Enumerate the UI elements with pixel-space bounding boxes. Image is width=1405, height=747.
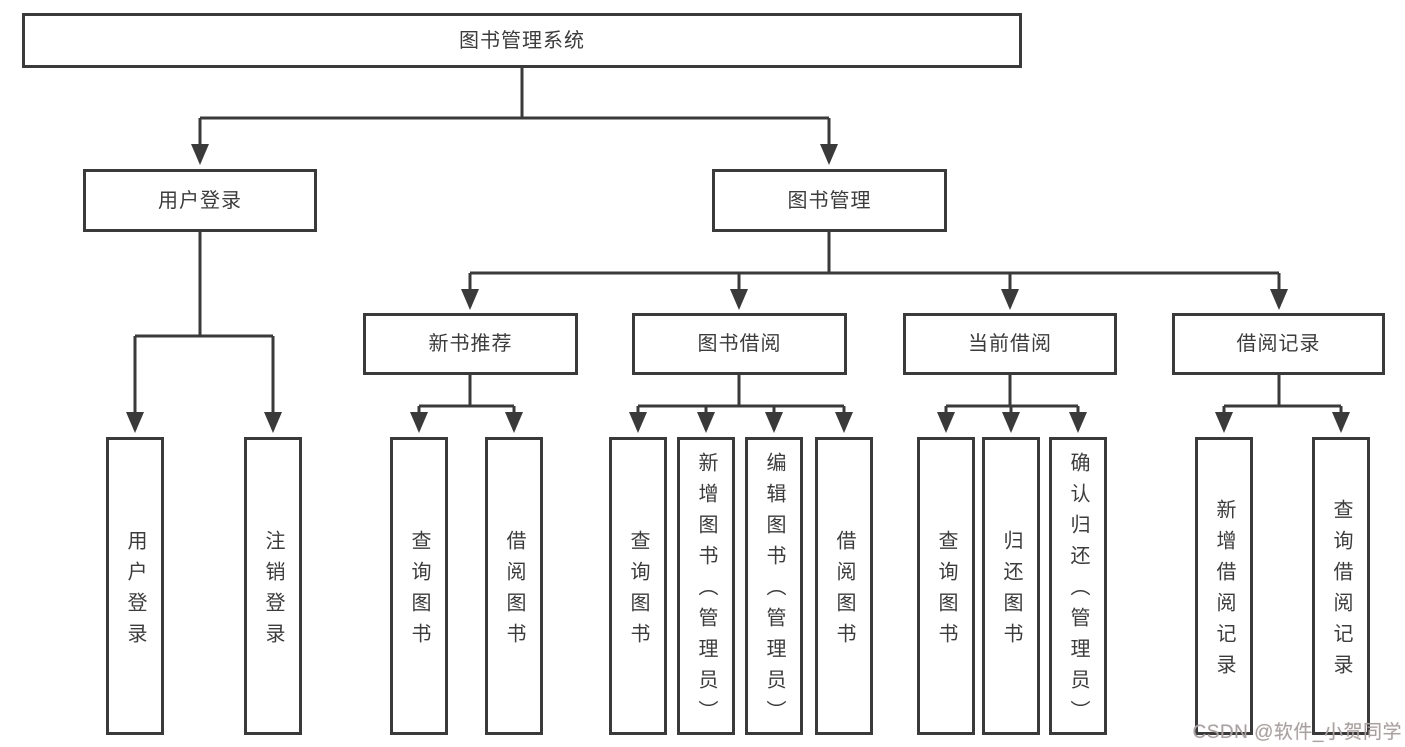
node-label: 新增借阅记录 (1213, 498, 1235, 685)
node-label: 查询图书 (627, 529, 649, 654)
node-label: 借阅图书 (833, 529, 855, 654)
node-label: 图书借阅 (697, 333, 782, 355)
node-user-login: 用户登录 (83, 169, 317, 232)
node-label: 查询借阅记录 (1330, 498, 1352, 685)
leaf-current-return-books: 归还图书 (982, 437, 1040, 735)
node-label: 图书管理 (787, 189, 872, 212)
node-library-system: 图书管理系统 (22, 13, 1022, 68)
node-borrowing-records: 借阅记录 (1172, 313, 1385, 375)
node-label: 归还图书 (1000, 529, 1022, 654)
node-book-borrowing: 图书借阅 (632, 313, 847, 375)
node-label: 借阅记录 (1236, 333, 1321, 355)
leaf-borrowing-add-books-admin: 新增图书（管理员） (677, 437, 735, 735)
csdn-watermark: CSDN @软件_小贺同学 (1192, 722, 1402, 743)
node-label: 编辑图书（管理员） (763, 452, 785, 731)
leaf-borrowing-borrow-books: 借阅图书 (815, 437, 873, 735)
node-label: 图书管理系统 (459, 29, 585, 52)
leaf-records-add-borrow-record: 新增借阅记录 (1195, 437, 1253, 735)
node-current-borrowing: 当前借阅 (903, 313, 1117, 375)
leaf-borrowing-query-books: 查询图书 (609, 437, 667, 735)
node-label: 用户登录 (124, 529, 146, 654)
node-label: 查询图书 (935, 529, 957, 654)
node-label: 当前借阅 (968, 333, 1052, 355)
node-book-management: 图书管理 (712, 169, 947, 232)
node-label: 新书推荐 (428, 333, 513, 355)
node-new-book-recommendation: 新书推荐 (363, 313, 578, 375)
node-label: 注销登录 (262, 529, 284, 654)
node-label: 新增图书（管理员） (695, 452, 717, 731)
leaf-current-query-books: 查询图书 (917, 437, 975, 735)
leaf-user-login: 用户登录 (106, 437, 164, 735)
leaf-current-confirm-return-admin: 确认归还（管理员） (1049, 437, 1107, 735)
node-label: 借阅图书 (503, 529, 525, 654)
node-label: 确认归还（管理员） (1067, 452, 1089, 731)
node-label: 查询图书 (408, 529, 430, 654)
leaf-recommend-borrow-books: 借阅图书 (485, 437, 543, 735)
leaf-logout: 注销登录 (244, 437, 302, 735)
leaf-recommend-query-books: 查询图书 (390, 437, 448, 735)
node-label: 用户登录 (158, 189, 242, 212)
leaf-records-query-borrow-record: 查询借阅记录 (1312, 437, 1370, 735)
leaf-borrowing-edit-books-admin: 编辑图书（管理员） (745, 437, 803, 735)
